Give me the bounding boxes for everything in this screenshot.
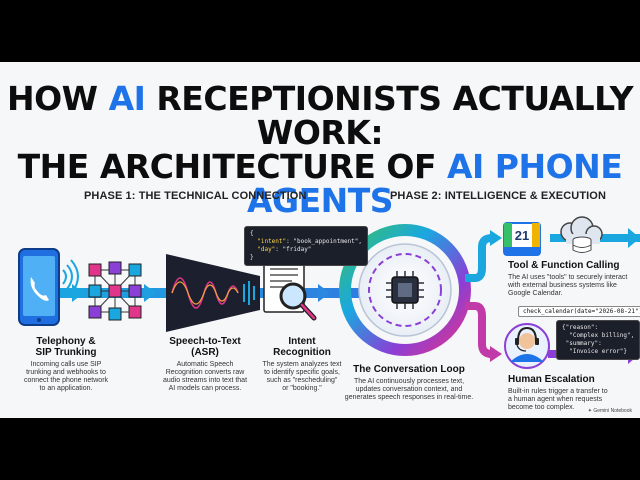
desc-line: AI models can process. <box>168 385 242 392</box>
desc-line: Google Calendar. <box>508 290 563 297</box>
step-human-escalation: Human Escalation Built-in rules trigger … <box>508 374 638 412</box>
phone-icon <box>18 248 79 326</box>
brand-watermark: ✦ Gemini Notebook <box>588 408 632 414</box>
speech-to-text-funnel-icon <box>166 254 260 332</box>
step-heading: Intent <box>288 336 316 347</box>
desc-line: with external business systems like <box>508 282 617 289</box>
sip-network-icon <box>88 261 142 321</box>
step-heading: SIP Trunking <box>35 347 97 358</box>
code-text: : "book_appointment", <box>286 238 362 245</box>
code-text: : "friday" <box>275 246 312 253</box>
code-text: { <box>250 230 254 237</box>
desc-line: connect the phone network <box>23 377 109 384</box>
desc-line: The system analyzes text <box>262 361 342 368</box>
step-heading: Recognition <box>273 347 331 358</box>
calendar-icon <box>503 222 541 256</box>
desc-line: Automatic Speech <box>176 361 234 368</box>
step-description: Incoming calls use SIP trunking and webh… <box>12 361 120 393</box>
infographic-canvas: HOW AI RECEPTIONISTS ACTUALLY WORK: THE … <box>0 62 640 418</box>
desc-line: The AI continuously processes text, <box>353 378 465 385</box>
code-text: "summary": <box>562 340 602 347</box>
title-highlight: AI <box>108 79 146 118</box>
step-speech-to-text: Speech-to-Text (ASR) Automatic Speech Re… <box>150 336 260 393</box>
desc-line: trunking and webhooks to <box>26 369 106 376</box>
title-line-1: HOW AI RECEPTIONISTS ACTUALLY WORK: <box>0 82 640 150</box>
conversation-loop-ring-icon <box>339 224 471 356</box>
desc-line: Recognition converts raw <box>165 369 245 376</box>
step-heading: Human Escalation <box>508 374 595 385</box>
step-heading: Speech-to-Text <box>169 336 241 347</box>
step-description: The system analyzes text to identify spe… <box>254 361 350 393</box>
desc-line: a human agent when requests <box>508 396 603 403</box>
desc-line: generates speech responses in real-time. <box>344 394 474 401</box>
title-part: HOW <box>7 79 109 118</box>
step-heading: Tool & Function Calling <box>508 260 620 271</box>
phase-2-heading: PHASE 2: INTELLIGENCE & EXECUTION <box>390 190 606 202</box>
title-part: THE ARCHITECTURE OF <box>17 147 447 186</box>
intent-json-snippet: { "intent": "book_appointment", "day": "… <box>244 226 368 266</box>
step-tool-calling: Tool & Function Calling The AI uses "too… <box>508 260 638 298</box>
code-text: "Complex billing", <box>562 332 635 339</box>
desc-line: The AI uses "tools" to securely interact <box>508 274 628 281</box>
phase-1-heading: PHASE 1: THE TECHNICAL CONNECTION <box>84 190 307 202</box>
desc-line: to identify specific goals, <box>264 369 340 376</box>
step-heading: The Conversation Loop <box>353 364 465 375</box>
desc-line: Incoming calls use SIP <box>30 361 102 368</box>
desc-line: audio streams into text that <box>162 377 248 384</box>
step-description: The AI uses "tools" to securely interact… <box>508 274 638 298</box>
calendar-date-number: 21 <box>514 228 530 243</box>
code-key: "intent" <box>257 238 287 245</box>
step-heading: Telephony & <box>36 336 96 347</box>
step-intent-recognition: Intent Recognition The system analyzes t… <box>254 336 350 393</box>
desc-line: such as "rescheduling" <box>266 377 338 384</box>
code-text: } <box>250 254 254 261</box>
flow-diagram <box>18 216 640 369</box>
desc-line: to an application. <box>39 385 93 392</box>
title-line-2: THE ARCHITECTURE OF AI PHONE AGENTS <box>0 150 640 218</box>
title-part: RECEPTIONISTS ACTUALLY WORK: <box>145 79 633 152</box>
desc-line: become too complex. <box>508 404 575 411</box>
escalation-json-snippet: {"reason": "Complex billing", "summary":… <box>556 320 640 360</box>
page-title: HOW AI RECEPTIONISTS ACTUALLY WORK: THE … <box>0 82 640 218</box>
human-agent-headset-icon <box>504 323 550 369</box>
code-key: "day" <box>257 246 276 253</box>
step-conversation-loop: The Conversation Loop The AI continuousl… <box>344 364 474 402</box>
sparkle-icon: ✦ <box>587 408 592 414</box>
step-description: The AI continuously processes text, upda… <box>344 378 474 402</box>
brand-text: Gemini Notebook <box>593 408 632 414</box>
desc-line: or "booking." <box>282 385 322 392</box>
step-telephony: Telephony & SIP Trunking Incoming calls … <box>12 336 120 393</box>
step-description: Automatic Speech Recognition converts ra… <box>150 361 260 393</box>
desc-line: updates conversation context, and <box>355 386 463 393</box>
step-heading: (ASR) <box>191 347 219 358</box>
title-highlight: AI PHONE AGENTS <box>246 147 623 220</box>
step-description: Built-in rules trigger a transfer to a h… <box>508 388 638 412</box>
code-text: "Invoice error"} <box>562 348 628 355</box>
cloud-database-icon <box>560 216 603 253</box>
desc-line: Built-in rules trigger a transfer to <box>508 388 608 395</box>
calendar-function-call: check_calendar(date="2026-08-21") <box>518 306 640 317</box>
code-text: {"reason": <box>562 324 599 331</box>
